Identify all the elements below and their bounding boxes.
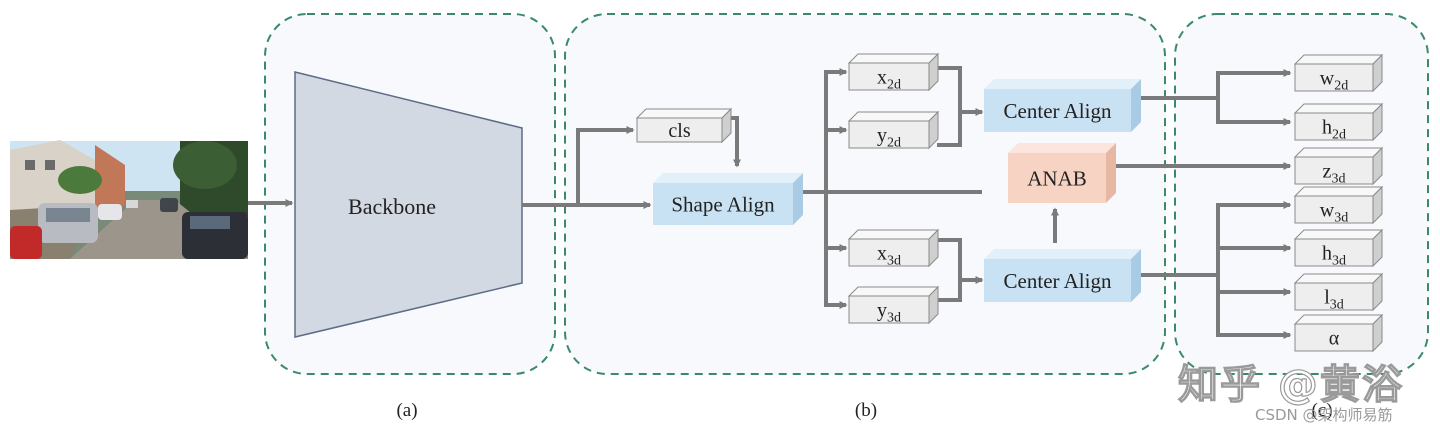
- backbone-block: [294, 71, 523, 338]
- output-x3d-block: x3d: [847, 228, 940, 269]
- output-w3d-label-sub: 3d: [1334, 211, 1348, 226]
- output-y2d-block: y2d: [847, 110, 940, 151]
- output-l3d-label-base: l: [1324, 287, 1330, 309]
- output-h3d-label: h3d: [1322, 243, 1346, 269]
- output-h3d-block: h3d: [1293, 228, 1384, 269]
- output-x2d-block: x2d: [847, 52, 940, 93]
- output-h3d-label-sub: 3d: [1332, 254, 1346, 269]
- output-alpha-label: α: [1329, 328, 1340, 350]
- output-h2d-label-base: h: [1322, 117, 1332, 139]
- output-alpha-label-base: α: [1329, 328, 1340, 350]
- output-w3d-block: w3d: [1293, 185, 1384, 226]
- output-h2d-block: h2d: [1293, 102, 1384, 143]
- center-align-top-label: Center Align: [1004, 99, 1112, 123]
- output-y3d-label-base: y: [877, 300, 887, 322]
- output-w3d-label: w3d: [1320, 200, 1348, 226]
- shape-align-label: Shape Align: [671, 192, 775, 216]
- watermark-main: 知乎 @黄浴: [1177, 361, 1404, 408]
- output-y2d-label-sub: 2d: [887, 136, 901, 151]
- output-y2d-label-base: y: [877, 125, 887, 147]
- output-x3d-label: x3d: [877, 243, 901, 269]
- output-l3d-label-sub: 3d: [1330, 298, 1344, 313]
- output-h2d-label-sub: 2d: [1332, 128, 1346, 143]
- output-w2d-label: w2d: [1320, 68, 1348, 94]
- panel-label-b: (b): [855, 400, 877, 421]
- output-z3d-label-base: z: [1323, 161, 1332, 183]
- center-align-top-block: Center Align: [984, 79, 1141, 132]
- output-x2d-label: x2d: [877, 67, 901, 93]
- output-x2d-label-base: x: [877, 67, 887, 89]
- output-x2d-label-sub: 2d: [887, 78, 901, 93]
- output-h3d-label-base: h: [1322, 243, 1332, 265]
- output-alpha-block: α: [1293, 313, 1384, 353]
- center-align-bottom-block: Center Align: [984, 249, 1141, 302]
- cls-block: cls: [635, 107, 733, 144]
- shape-align-block: Shape Align: [653, 173, 803, 225]
- backbone-label: Backbone: [348, 194, 436, 219]
- output-l3d-block: l3d: [1293, 272, 1384, 313]
- watermark-footer: CSDN @架构师易筋: [1255, 406, 1393, 424]
- anab-label: ANAB: [1027, 166, 1087, 190]
- anab-block: ANAB: [1008, 143, 1116, 203]
- output-w2d-label-base: w: [1320, 68, 1335, 90]
- output-w3d-label-base: w: [1320, 200, 1335, 222]
- center-align-bottom-label: Center Align: [1004, 269, 1112, 293]
- output-y2d-label: y2d: [877, 125, 901, 151]
- output-z3d-label-sub: 3d: [1331, 172, 1345, 187]
- panel-label-c: (c): [1311, 400, 1332, 421]
- output-z3d-label: z3d: [1323, 161, 1346, 187]
- output-y3d-label-sub: 3d: [887, 311, 901, 326]
- panel-label-a: (a): [396, 400, 417, 421]
- output-z3d-block: z3d: [1293, 146, 1384, 187]
- output-y3d-block: y3d: [847, 285, 940, 326]
- cls-label: cls: [668, 120, 690, 142]
- output-y3d-label: y3d: [877, 300, 901, 326]
- output-x3d-label-base: x: [877, 243, 887, 265]
- output-w2d-block: w2d: [1293, 53, 1384, 94]
- output-w2d-label-sub: 2d: [1334, 79, 1348, 94]
- output-x3d-label-sub: 3d: [887, 254, 901, 269]
- connectors: [248, 66, 1292, 339]
- output-l3d-label: l3d: [1324, 287, 1344, 313]
- input-image: [10, 140, 248, 259]
- output-h2d-label: h2d: [1322, 117, 1346, 143]
